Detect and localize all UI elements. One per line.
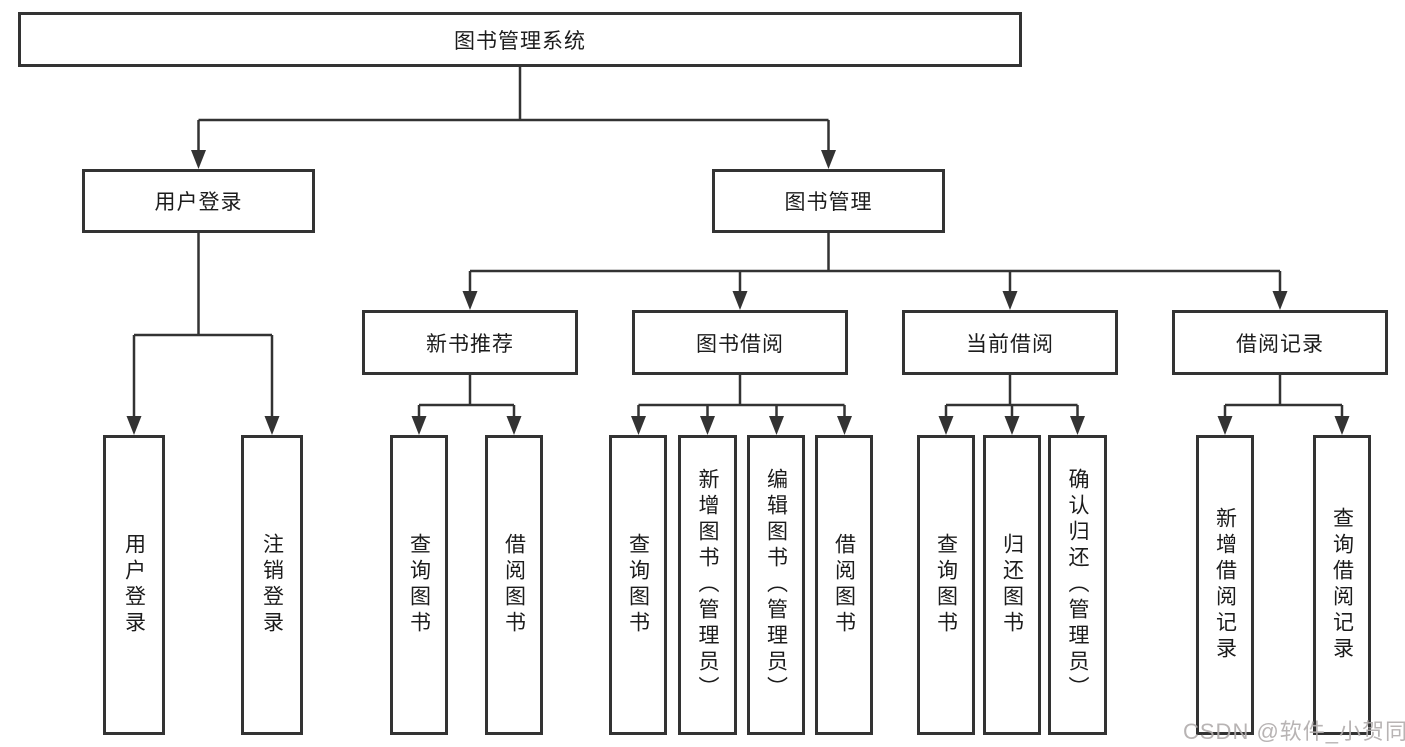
node-label: 借阅记录 [1236,332,1324,356]
node-label: 用户登录 [122,533,146,637]
node-leaf-return-books: 归还图书 [983,435,1041,735]
node-label: 确认归还（管理员） [1066,468,1089,702]
node-label: 新书推荐 [426,332,514,356]
node-label: 借阅图书 [832,533,856,637]
node-leaf-query-books-3: 查询图书 [917,435,975,735]
node-label: 归还图书 [1000,533,1024,637]
node-leaf-query-borrow-record: 查询借阅记录 [1313,435,1371,735]
node-current-borrow: 当前借阅 [902,310,1118,375]
arrowheads [126,150,1350,435]
node-leaf-add-books-admin: 新增图书（管理员） [678,435,737,735]
node-leaf-borrow-books-1: 借阅图书 [485,435,543,735]
node-label: 当前借阅 [966,332,1054,356]
node-leaf-borrow-books-2: 借阅图书 [815,435,873,735]
node-label: 图书管理 [784,191,873,214]
node-book-management: 图书管理 [712,169,945,233]
node-leaf-user-login: 用户登录 [103,435,165,735]
node-leaf-confirm-return-admin: 确认归还（管理员） [1048,435,1107,735]
node-label: 用户登录 [154,191,243,214]
node-library-management-system: 图书管理系统 [18,12,1022,67]
node-label: 借阅图书 [502,533,526,637]
node-new-book-recommend: 新书推荐 [362,310,578,375]
node-label: 图书管理系统 [454,29,586,53]
node-label: 新增图书（管理员） [696,468,719,702]
node-label: 查询图书 [934,533,958,637]
node-leaf-query-books-1: 查询图书 [390,435,448,735]
node-label: 新增借阅记录 [1213,507,1237,663]
node-leaf-query-books-2: 查询图书 [609,435,667,735]
node-label: 查询借阅记录 [1330,507,1354,663]
node-leaf-add-borrow-record: 新增借阅记录 [1196,435,1254,735]
node-user-login-branch: 用户登录 [82,169,315,233]
node-book-borrow: 图书借阅 [632,310,848,375]
node-label: 编辑图书（管理员） [764,468,788,702]
node-borrow-records: 借阅记录 [1172,310,1388,375]
node-label: 图书借阅 [696,332,784,356]
node-leaf-logout: 注销登录 [241,435,303,735]
csdn-watermark: CSDN @软件_小贺同学 [1183,719,1405,744]
node-label: 注销登录 [260,533,284,637]
node-label: 查询图书 [407,533,431,637]
node-label: 查询图书 [626,533,650,637]
node-leaf-edit-books-admin: 编辑图书（管理员） [747,435,805,735]
